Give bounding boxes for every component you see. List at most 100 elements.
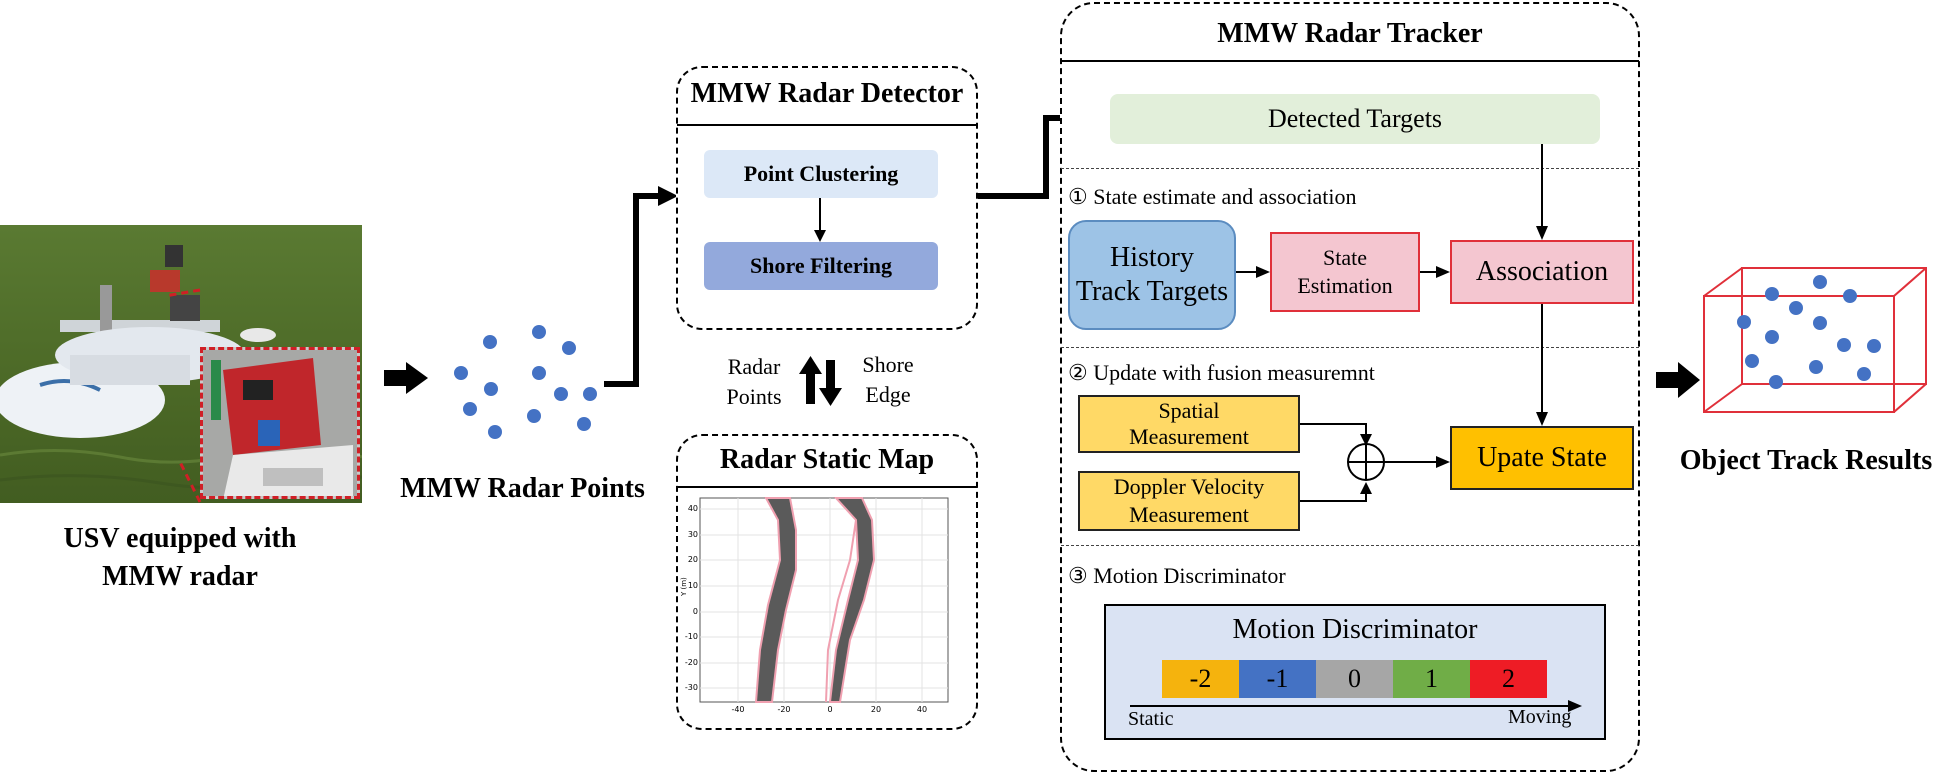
motion-value: 0	[1348, 664, 1361, 693]
static-map-ytick: -20	[684, 658, 698, 667]
tracker-title-divider	[1061, 60, 1639, 62]
radar-board-art	[203, 350, 357, 496]
motion-value: 2	[1502, 664, 1515, 693]
shore-filtering-label: Shore Filtering	[750, 253, 892, 278]
track-point	[1813, 275, 1827, 289]
tracker-title: MMW Radar Tracker	[1217, 18, 1483, 49]
static-map-ytick: 10	[687, 581, 698, 590]
static-map-divider	[677, 486, 977, 488]
radar-point	[484, 382, 498, 396]
motion-value: 1	[1425, 664, 1438, 693]
section3-label: ③ Motion Discriminator	[1068, 563, 1286, 588]
radar-point-dots	[454, 325, 597, 439]
track-point	[1737, 315, 1751, 329]
static-map-ytick: 40	[687, 504, 698, 513]
detector-divider	[677, 124, 977, 126]
update-state-box: Upate State	[1450, 426, 1634, 490]
motion-scale: -2 -1 0 1 2	[1162, 660, 1547, 698]
static-map-ytick: 30	[687, 530, 698, 539]
exchange-right-line2: Edge	[865, 382, 911, 407]
motion-cell-2: 2	[1470, 660, 1547, 698]
radar-point	[454, 366, 468, 380]
track-point	[1843, 289, 1857, 303]
static-label: Static	[1128, 708, 1174, 730]
usv-photo-art	[0, 245, 362, 490]
exchange-right-line1: Shore	[862, 352, 914, 377]
usv-caption: USV equipped with MMW radar	[10, 520, 350, 596]
radar-point	[527, 409, 541, 423]
history-line1: History	[1110, 242, 1194, 273]
association-box: Association	[1450, 240, 1634, 304]
usv-caption-line1: USV equipped with	[63, 523, 297, 554]
usv-caption-line2: MMW radar	[102, 561, 258, 592]
exchange-left-label: Radar Points	[712, 352, 796, 412]
static-map-ytick: 0	[692, 607, 698, 616]
usv-photo	[0, 225, 362, 503]
point-clustering-label: Point Clustering	[743, 161, 899, 186]
radar-point	[483, 335, 497, 349]
tracker-section-divider-3	[1061, 545, 1639, 546]
section2-label: ② Update with fusion measuremnt	[1068, 360, 1375, 385]
motion-value: -1	[1266, 664, 1289, 693]
history-track-box: History Track Targets	[1068, 220, 1236, 330]
motion-cell-1: 1	[1393, 660, 1470, 698]
shore-filtering-box: Shore Filtering	[704, 242, 938, 290]
doppler-measurement-box: Doppler Velocity Measurement	[1078, 471, 1300, 531]
radar-point	[562, 341, 576, 355]
radar-point	[577, 417, 591, 431]
track-point	[1813, 316, 1827, 330]
static-map-ytick: -30	[684, 683, 698, 692]
motion-cell-neg2: -2	[1162, 660, 1239, 698]
static-map-title: Radar Static Map	[719, 444, 935, 475]
track-point	[1857, 367, 1871, 381]
radar-point	[488, 425, 502, 439]
radar-points-caption: MMW Radar Points	[400, 473, 645, 504]
radar-point	[532, 366, 546, 380]
doppler-line1: Doppler Velocity	[1113, 474, 1265, 499]
detected-targets-label: Detected Targets	[1267, 104, 1443, 133]
track-point	[1789, 301, 1803, 315]
static-map-xtick: 0	[827, 705, 833, 714]
motion-cell-neg1: -1	[1239, 660, 1316, 698]
detected-targets-box: Detected Targets	[1110, 94, 1600, 144]
radar-point	[554, 387, 568, 401]
association-label: Association	[1475, 256, 1609, 287]
static-map-panel	[676, 434, 978, 730]
track-point	[1745, 354, 1759, 368]
track-point	[1867, 339, 1881, 353]
exchange-right-label: Shore Edge	[846, 350, 930, 410]
cube-edges	[1703, 267, 1927, 413]
state-line1: State	[1323, 245, 1367, 270]
static-map-ylabel: Y (m)	[680, 577, 688, 596]
spatial-measurement-box: Spatial Measurement	[1078, 395, 1300, 453]
point-clustering-box: Point Clustering	[704, 150, 938, 198]
detector-title: MMW Radar Detector	[690, 78, 964, 109]
exchange-left-line1: Radar	[727, 354, 781, 379]
update-state-label: Upate State	[1477, 442, 1607, 473]
radar-point	[463, 402, 477, 416]
state-line2: Estimation	[1297, 273, 1393, 298]
static-map-xtick: -40	[731, 705, 745, 714]
track-point	[1765, 287, 1779, 301]
static-map-xtick: 40	[916, 705, 928, 714]
radar-board-inset	[200, 347, 360, 499]
moving-label: Moving	[1508, 706, 1572, 728]
tracker-section-divider-2	[1061, 347, 1639, 348]
track-point	[1765, 330, 1779, 344]
tracker-section-divider-1	[1061, 168, 1639, 169]
history-line2: Track Targets	[1075, 276, 1229, 307]
static-map-ytick: -10	[684, 632, 698, 641]
motion-cell-0: 0	[1316, 660, 1393, 698]
track-point	[1837, 338, 1851, 352]
static-map-ytick: 20	[687, 555, 698, 564]
exchange-left-line2: Points	[726, 384, 782, 409]
motion-value: -2	[1189, 664, 1212, 693]
radar-point	[583, 387, 597, 401]
track-point	[1809, 360, 1823, 374]
spatial-line2: Measurement	[1129, 424, 1249, 449]
section1-label: ① State estimate and association	[1068, 184, 1357, 209]
state-estimation-box: State Estimation	[1270, 232, 1420, 312]
doppler-line2: Measurement	[1129, 502, 1249, 527]
spatial-line1: Spatial	[1158, 398, 1220, 423]
results-caption: Object Track Results	[1679, 445, 1933, 476]
